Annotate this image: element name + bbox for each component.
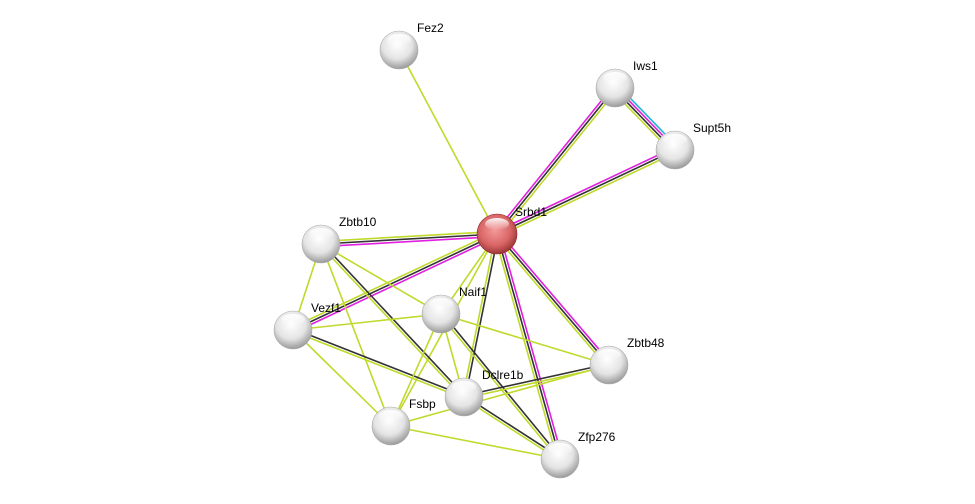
node-naif1[interactable]: Naif1: [421, 285, 487, 334]
edge-line-textmining: [398, 49, 498, 235]
node-srbd1[interactable]: Srbd1: [476, 205, 547, 255]
edge-line-experiments: [495, 146, 675, 233]
edge-line-experiments: [498, 233, 564, 459]
edge-srbd1-zfp276[interactable]: [493, 233, 564, 460]
edge-line-coexpression: [293, 328, 465, 397]
edge-vezf1-naif1[interactable]: [292, 313, 442, 331]
edge-srbd1-iws1[interactable]: [494, 85, 618, 237]
node-label: Zbtb48: [627, 336, 665, 350]
node-highlight: [485, 218, 509, 230]
edge-fsbp-zfp276[interactable]: [390, 425, 561, 460]
node-label: Vezf1: [311, 301, 341, 315]
edge-naif1-zbtb48[interactable]: [440, 313, 610, 366]
edge-line-textmining: [390, 313, 442, 427]
node-zbtb48[interactable]: Zbtb48: [589, 336, 665, 385]
edge-fsbp-zbtb48[interactable]: [390, 364, 610, 427]
node-iws1[interactable]: Iws1: [595, 59, 658, 108]
node-fez2[interactable]: Fez2: [379, 21, 444, 70]
edge-zbtb10-fsbp[interactable]: [320, 243, 392, 427]
edge-vezf1-dclre1b[interactable]: [292, 328, 465, 399]
edge-line-experiments: [498, 231, 612, 364]
edge-srbd1-supt5h[interactable]: [495, 146, 677, 238]
edge-srbd1-zbtb48[interactable]: [494, 231, 612, 368]
node-zfp276[interactable]: Zfp276: [540, 430, 616, 479]
node-dclre1b[interactable]: Dclre1b: [444, 368, 524, 417]
edge-line-coexpression: [464, 234, 500, 398]
edge-line-textmining: [493, 234, 559, 460]
edge-zbtb10-naif1[interactable]: [320, 243, 442, 315]
edge-line-textmining: [390, 364, 610, 427]
edge-line-textmining: [440, 313, 610, 366]
node-label: Fez2: [417, 21, 444, 35]
node-highlight: [452, 381, 476, 393]
edge-line-coexpression: [441, 312, 562, 459]
edge-srbd1-dclre1b[interactable]: [461, 233, 500, 398]
edge-line-textmining: [320, 230, 497, 243]
node-fsbp[interactable]: Fsbp: [371, 397, 436, 446]
edge-line-textmining: [292, 329, 392, 427]
edge-line-textmining: [461, 233, 497, 397]
node-supt5h[interactable]: Supt5h: [655, 121, 731, 170]
node-label: Srbd1: [515, 205, 547, 219]
edge-line-experiments: [321, 235, 498, 248]
edge-line-textmining: [319, 244, 464, 399]
node-vezf1[interactable]: Vezf1: [273, 301, 341, 350]
node-highlight: [387, 34, 411, 46]
edge-line-coexpression: [496, 233, 561, 460]
node-zbtb10[interactable]: Zbtb10: [301, 215, 377, 264]
node-label: Dclre1b: [482, 368, 524, 382]
edge-line-experiments: [494, 85, 614, 233]
node-highlight: [281, 314, 305, 326]
edge-line-textmining: [320, 243, 392, 427]
node-label: Zbtb10: [339, 215, 377, 229]
edge-line-coexpression: [292, 233, 498, 331]
node-highlight: [597, 349, 621, 361]
edge-srbd1-zbtb10[interactable]: [320, 230, 498, 248]
edge-line-coexpression: [496, 149, 676, 235]
edge-line-textmining: [320, 243, 442, 315]
node-highlight: [429, 298, 453, 310]
edge-line-textmining: [292, 330, 464, 399]
edge-srbd1-fez2[interactable]: [398, 49, 498, 235]
edge-vezf1-fsbp[interactable]: [292, 329, 392, 427]
node-highlight: [548, 443, 572, 455]
edge-line-experiments: [293, 235, 499, 334]
edge-line-textmining: [494, 235, 608, 368]
edge-srbd1-vezf1[interactable]: [291, 230, 499, 334]
node-label: Zfp276: [578, 430, 616, 444]
node-highlight: [603, 72, 627, 84]
edge-line-textmining: [291, 230, 497, 329]
node-label: Supt5h: [693, 121, 731, 135]
node-highlight: [379, 410, 403, 422]
node-highlight: [663, 134, 687, 146]
node-label: Fsbp: [409, 397, 436, 411]
edge-line-coexpression: [496, 87, 616, 235]
edge-line-textmining: [498, 89, 618, 237]
edge-naif1-fsbp[interactable]: [390, 313, 442, 427]
node-highlight: [309, 228, 333, 240]
node-label: Naif1: [459, 285, 487, 299]
edge-line-textmining: [292, 313, 442, 331]
node-label: Iws1: [633, 59, 658, 73]
edge-line-textmining: [497, 151, 677, 238]
edge-line-coexpression: [496, 233, 610, 366]
edge-line-coexpression: [463, 362, 609, 397]
edge-line-textmining: [390, 425, 561, 460]
edge-line-coexpression: [320, 233, 498, 245]
